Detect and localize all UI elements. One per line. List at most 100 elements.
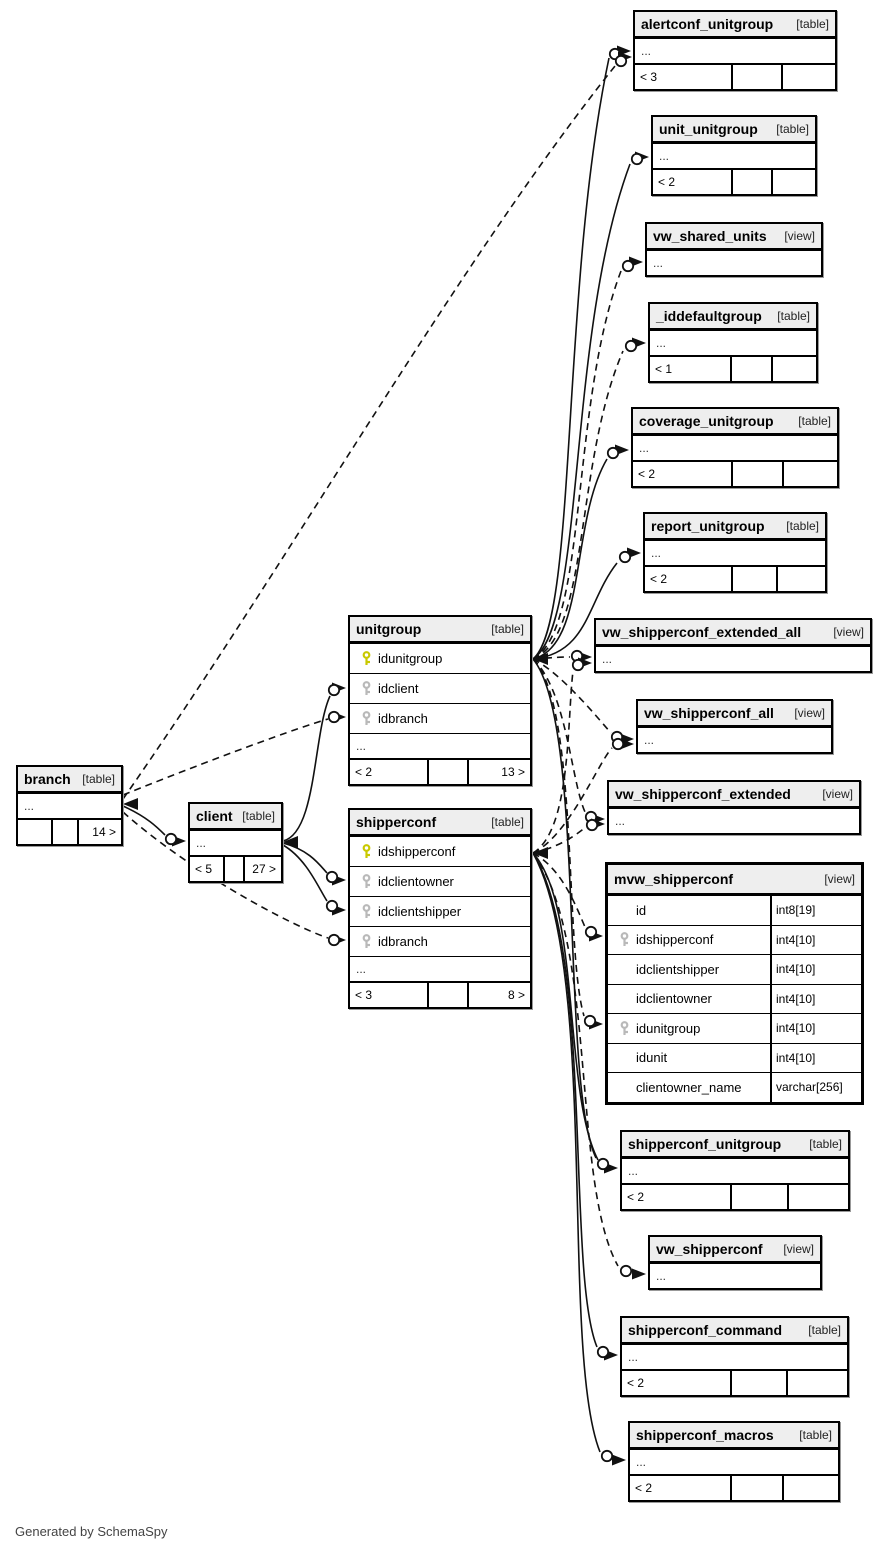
node-title[interactable]: alertconf_unitgroup	[641, 16, 774, 32]
spacer-cell	[427, 760, 467, 784]
spacer-cell	[730, 462, 782, 486]
node-title[interactable]: mvw_shipperconf	[614, 871, 734, 887]
node-header: coverage_unitgroup [table]	[633, 409, 837, 435]
columns-ellipsis-row: ...	[350, 956, 530, 981]
node-title[interactable]: vw_shipperconf	[656, 1241, 763, 1257]
parent-hub-arrowhead	[283, 836, 298, 848]
zero-or-many-circle	[327, 710, 341, 724]
node-header: unitgroup[table]	[350, 617, 530, 643]
column-name: idshipperconf	[636, 932, 714, 948]
edge-branch-alertconf_unitgroup	[122, 65, 616, 800]
edge-shipperconf-shipperconf_macros	[532, 852, 601, 1453]
spacer-cell	[50, 820, 77, 844]
columns-ellipsis-row: ...	[630, 1449, 838, 1474]
node-title[interactable]: shipperconf_macros	[636, 1427, 774, 1443]
relationship-count-footer: < 2	[633, 460, 837, 486]
table-node-shipperconf_macros: shipperconf_macros[table]...< 2	[628, 1421, 840, 1502]
column-name: idunitgroup	[378, 651, 443, 666]
column-name: clientowner_name	[636, 1079, 742, 1095]
table-node-vw_shipperconf_extended: vw_shipperconf_extended[view]...	[607, 780, 861, 835]
column-name: idshipperconf	[378, 844, 456, 859]
node-title[interactable]: vw_shipperconf_all	[644, 705, 774, 721]
spacer-cell	[729, 357, 772, 381]
node-kind-badge: [view]	[783, 1242, 814, 1256]
parents-count-cell: < 2	[650, 572, 668, 586]
relationship-count-footer: < 2	[622, 1183, 848, 1209]
node-header: shipperconf_command[table]	[622, 1318, 847, 1344]
columns-ellipsis-row: ...	[638, 727, 831, 752]
key-slot	[356, 934, 376, 949]
zero-or-many-circle	[584, 925, 598, 939]
node-title[interactable]: unitgroup	[356, 621, 422, 637]
column-row-idclientshipper: idclientshipper	[350, 896, 530, 926]
children-count-cell: 27 >	[242, 857, 281, 881]
parents-count-cell: < 2	[627, 1190, 645, 1204]
table-node-coverage_unitgroup: coverage_unitgroup[table]...< 2	[631, 407, 839, 488]
edge-unitgroup-vw_shipperconf_all	[532, 658, 612, 734]
key-slot	[356, 844, 376, 859]
column-row-idclientshipper: idclientshipper int4[10]	[608, 954, 861, 984]
foreign-key-icon	[362, 904, 370, 918]
zero-or-many-circle	[630, 152, 644, 166]
node-title[interactable]: shipperconf	[356, 814, 437, 830]
node-title[interactable]: vw_shipperconf_extended_all	[602, 624, 802, 640]
column-type: int4[10]	[770, 955, 861, 984]
node-title[interactable]: vw_shared_units	[653, 228, 767, 244]
node-header: vw_shipperconf_extended_all[view]	[596, 620, 870, 646]
column-name: idbranch	[378, 711, 428, 726]
node-title[interactable]: coverage_unitgroup	[639, 413, 774, 429]
key-slot	[356, 874, 376, 889]
column-type: varchar[256]	[770, 1073, 861, 1102]
node-header: alertconf_unitgroup[table]	[635, 12, 835, 38]
column-name: idclientshipper	[378, 904, 462, 919]
node-header: vw_shipperconf_all[view]	[638, 701, 831, 727]
node-header: client[table]	[190, 804, 281, 830]
zero-or-many-circle	[327, 683, 341, 697]
node-title[interactable]: vw_shipperconf_extended	[615, 786, 791, 802]
foreign-key-icon	[362, 711, 370, 725]
columns-ellipsis-row: ...	[650, 330, 816, 355]
edge-shipperconf-vw_shipperconf	[532, 852, 619, 1267]
table-node-branch: branch[table]...14 >	[16, 765, 123, 846]
table-node-shipperconf_unitgroup: shipperconf_unitgroup[table]...< 2	[620, 1130, 850, 1211]
zero-or-many-circle	[596, 1157, 610, 1171]
columns-ellipsis-row: ...	[650, 1263, 820, 1288]
parents-count-cell: < 2	[627, 1376, 645, 1390]
column-name: idclientshipper	[636, 961, 720, 977]
relationship-count-footer: < 2	[630, 1474, 838, 1500]
edge-unitgroup-shipperconf_unitgroup	[532, 658, 597, 1159]
node-title[interactable]: shipperconf_command	[628, 1322, 783, 1338]
zero-or-many-circle	[585, 818, 599, 832]
zero-or-many-circle	[596, 1345, 610, 1359]
node-title[interactable]: shipperconf_unitgroup	[628, 1136, 782, 1152]
node-title[interactable]: _iddefaultgroup	[656, 308, 762, 324]
zero-or-many-circle	[325, 899, 339, 913]
children-count-cell	[771, 357, 816, 381]
column-row-idbranch: idbranch	[350, 703, 530, 733]
node-title[interactable]: client	[196, 808, 233, 824]
columns-ellipsis-row: ...	[350, 733, 530, 758]
relationship-count-footer: < 2	[622, 1369, 847, 1395]
node-title[interactable]: unit_unitgroup	[659, 121, 758, 137]
spacer-cell	[729, 1476, 782, 1500]
node-title[interactable]: branch	[24, 771, 71, 787]
edge-unitgroup-report_unitgroup	[532, 562, 618, 660]
table-node-report_unitgroup: report_unitgroup[table]...< 2	[643, 512, 827, 593]
edge-unitgroup-alertconf_unitgroup	[532, 57, 610, 660]
column-name: idclientowner	[378, 874, 454, 889]
children-count-cell: 13 >	[466, 760, 530, 784]
columns-ellipsis-row: ...	[622, 1344, 847, 1369]
zero-or-many-circle	[327, 933, 341, 947]
edge-shipperconf-vw_shipperconf_extended_all	[532, 670, 574, 854]
children-count-cell	[786, 1185, 848, 1209]
children-count-cell: 8 >	[466, 983, 530, 1007]
node-title[interactable]: report_unitgroup	[651, 518, 765, 534]
spacer-cell	[222, 857, 243, 881]
column-name: idclientowner	[636, 991, 712, 1007]
node-kind-badge: [table]	[798, 414, 831, 428]
